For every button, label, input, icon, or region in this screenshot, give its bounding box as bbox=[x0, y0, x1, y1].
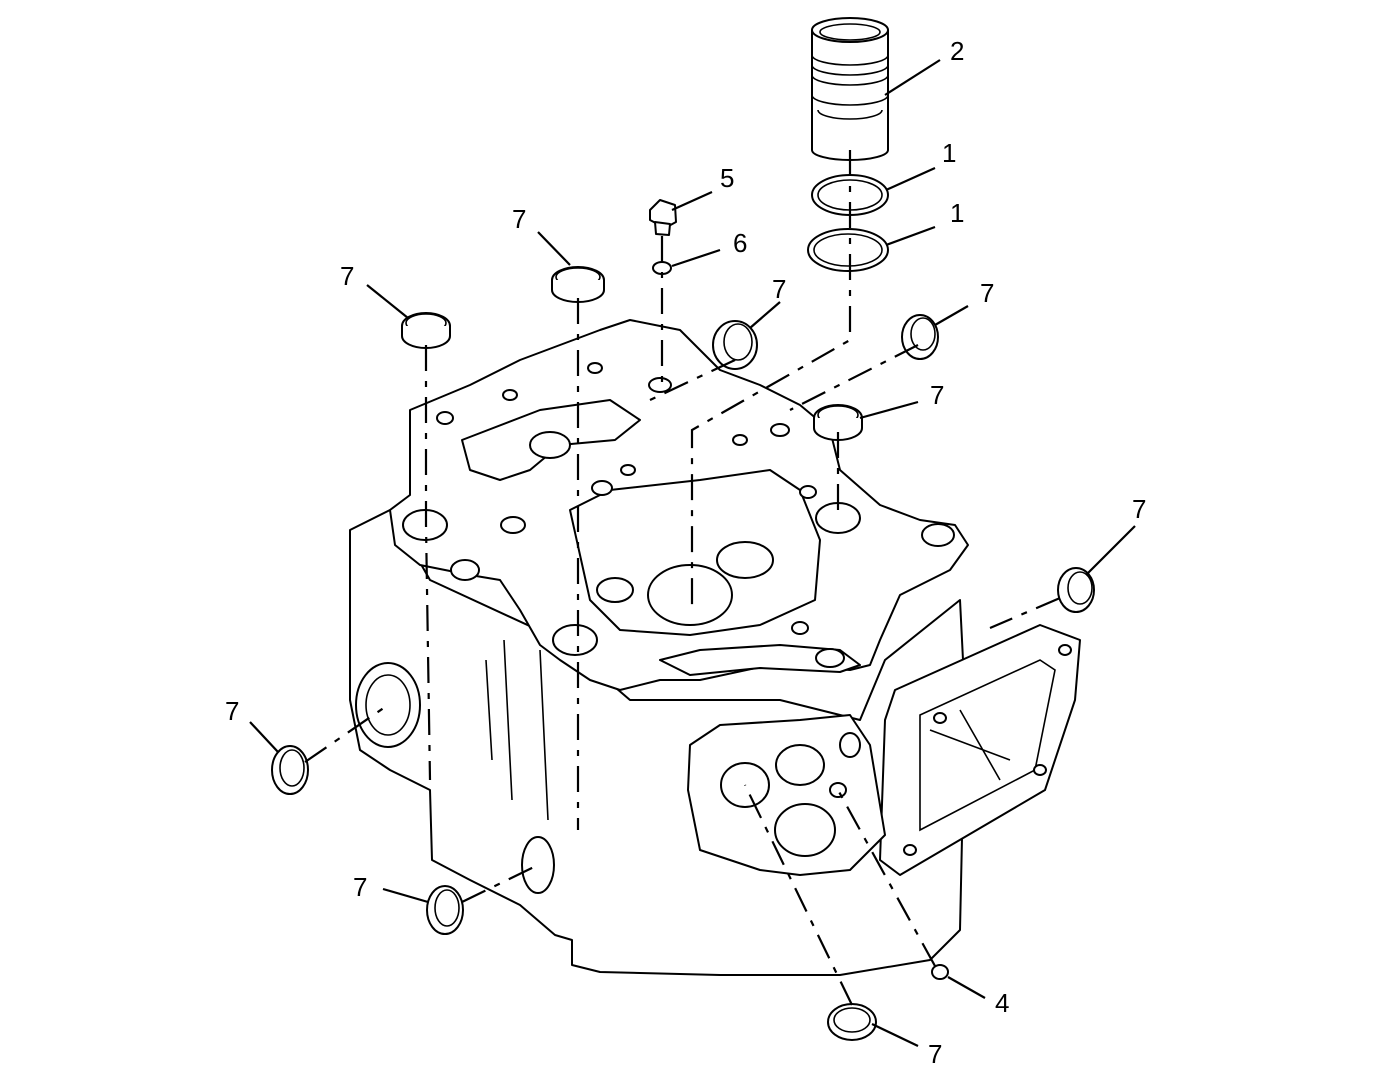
small-hole bbox=[591, 480, 613, 496]
callout-label: 7 bbox=[928, 1039, 942, 1069]
small-hole bbox=[732, 434, 748, 446]
top-opening-lower bbox=[659, 644, 861, 676]
small-plug bbox=[931, 964, 949, 980]
bolt-hole bbox=[552, 624, 598, 656]
small-hole bbox=[436, 411, 454, 425]
assembly-lines bbox=[304, 150, 1061, 1006]
small-hole bbox=[799, 485, 817, 499]
front-port bbox=[774, 803, 836, 857]
cylinder-head bbox=[349, 319, 1081, 976]
port-hole bbox=[529, 431, 571, 459]
plug-bore bbox=[648, 377, 672, 393]
callout-label: 7 bbox=[980, 278, 994, 308]
callout-label: 7 bbox=[353, 872, 367, 902]
callout-label: 7 bbox=[930, 380, 944, 410]
callout-label: 7 bbox=[512, 204, 526, 234]
cup-plugs bbox=[271, 266, 1095, 1041]
injector-sleeve bbox=[811, 17, 889, 161]
exhaust-flange bbox=[879, 624, 1081, 876]
plug bbox=[649, 199, 677, 236]
callout-label: 6 bbox=[733, 228, 747, 258]
valve-port bbox=[716, 541, 774, 579]
front-port-small bbox=[829, 782, 847, 798]
front-port bbox=[775, 744, 825, 786]
small-hole bbox=[502, 389, 518, 401]
leader-lines bbox=[249, 59, 1136, 1047]
callout-labels: 2 1 1 5 6 7 7 7 7 7 7 7 7 4 7 bbox=[225, 36, 1146, 1069]
small-hole bbox=[815, 648, 845, 668]
callout-label: 7 bbox=[1132, 494, 1146, 524]
callout-label: 1 bbox=[942, 138, 956, 168]
callout-label: 4 bbox=[995, 988, 1009, 1018]
small-hole bbox=[791, 621, 809, 635]
flange-bolt bbox=[933, 712, 947, 724]
valve-port-2 bbox=[596, 577, 634, 603]
callout-label: 7 bbox=[340, 261, 354, 291]
small-hole bbox=[620, 464, 636, 476]
callout-label: 7 bbox=[225, 696, 239, 726]
callout-label: 1 bbox=[950, 198, 964, 228]
callout-label: 7 bbox=[772, 274, 786, 304]
flange-bolt bbox=[903, 844, 917, 856]
callout-label: 5 bbox=[720, 163, 734, 193]
small-hole bbox=[770, 423, 790, 437]
bolt-hole bbox=[450, 559, 480, 581]
front-port-small bbox=[839, 732, 861, 758]
valve-seat bbox=[647, 564, 733, 626]
bolt-hole bbox=[921, 523, 955, 547]
flange-bolt bbox=[1033, 764, 1047, 776]
side-bore-lower bbox=[521, 836, 555, 894]
o-ring-lower bbox=[807, 228, 889, 272]
callout-label: 2 bbox=[950, 36, 964, 66]
small-hole bbox=[587, 362, 603, 374]
small-hole bbox=[500, 516, 526, 534]
front-port-flange bbox=[687, 714, 886, 876]
flange-bolt bbox=[1058, 644, 1072, 656]
